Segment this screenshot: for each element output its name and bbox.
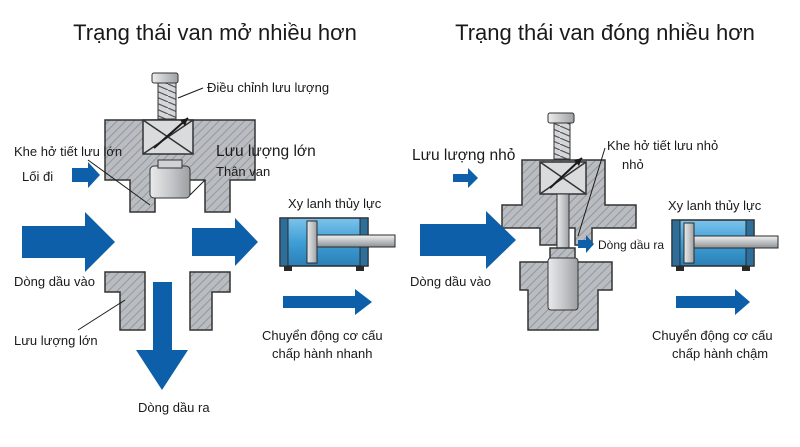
right-label-gap-1: Khe hở tiết lưu nhỏ [607,138,718,153]
left-flow-to-cylinder-arrow [192,218,258,266]
right-title: Trạng thái van đóng nhiều hơn [455,20,755,45]
left-oil-in-arrow [22,212,115,272]
right-label-cylinder: Xy lanh thủy lực [668,198,762,213]
left-oil-out-arrow [136,282,188,390]
left-label-outlet: Lối đi [22,169,53,184]
left-hydraulic-cylinder [279,217,396,271]
right-label-oil-out: Dòng dầu ra [598,238,664,252]
right-label-motion-1: Chuyển động cơ cấu [652,328,773,343]
right-valve [501,112,637,331]
left-valve-bottom-left [104,271,146,331]
left-valve-spool [149,165,191,199]
left-label-gap: Khe hở tiết lưu lớn [14,144,122,159]
right-valve-stem [556,193,570,253]
left-valve [104,72,256,331]
left-label-motion-1: Chuyển động cơ cấu [262,328,383,343]
right-adjust-screw [553,122,571,160]
left-label-oil-in: Dòng dầu vào [14,274,95,289]
right-label-small-flow: Lưu lượng nhỏ [412,147,515,164]
left-adjust-screw [157,82,177,120]
left-label-big-flow-top: Lưu lượng lớn [216,143,316,160]
left-motion-arrow [283,289,372,315]
right-label-gap-2: nhỏ [622,157,644,172]
right-label-oil-in: Dòng dầu vào [410,274,491,289]
right-oil-in-arrow [420,211,516,269]
left-label-oil-out: Dòng dầu ra [138,400,210,415]
right-hydraulic-cylinder [671,219,779,271]
left-knob [151,72,179,84]
left-label-cylinder: Xy lanh thủy lực [288,196,382,211]
right-oil-out-arrow [578,235,594,253]
left-label-body: Thân van [216,164,270,179]
left-label-adjust: Điều chỉnh lưu lượng [207,80,329,95]
left-outlet-arrow [72,162,100,188]
left-title: Trạng thái van mở nhiều hơn [73,20,357,45]
right-label-motion-2: chấp hành chậm [672,346,768,361]
right-small-flow-arrow [453,168,478,188]
right-valve-plunger [547,257,579,311]
left-label-big-flow-bottom: Lưu lượng lớn [14,333,98,348]
left-label-motion-2: chấp hành nhanh [272,346,372,361]
right-knob [547,112,575,124]
right-motion-arrow [676,289,750,315]
left-valve-bottom-right [189,271,231,331]
